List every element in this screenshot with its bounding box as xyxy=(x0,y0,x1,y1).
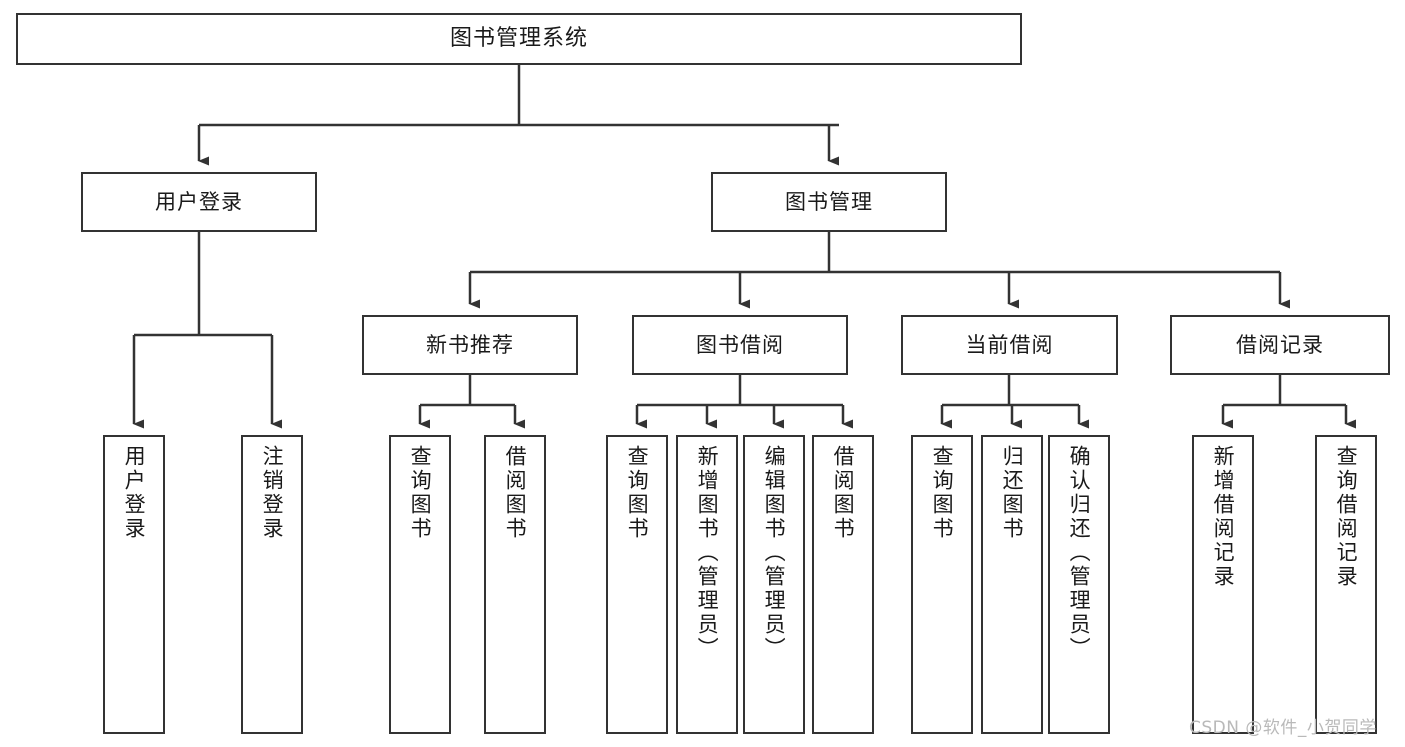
node-label: 当前借阅 xyxy=(965,332,1054,357)
node-label: 新书推荐 xyxy=(426,332,514,357)
node-label: 查询借阅记录 xyxy=(1334,445,1359,589)
node-new-book-recommend[interactable]: 新书推荐 xyxy=(362,315,578,375)
leaf-query-book-1[interactable]: 查询图书 xyxy=(389,435,451,734)
node-label: 查询图书 xyxy=(625,445,650,541)
csdn-watermark: CSDN @软件_小贺同学 xyxy=(1189,718,1377,738)
node-label: 借阅记录 xyxy=(1236,332,1324,357)
node-label: 用户登录 xyxy=(155,189,243,214)
leaf-confirm-return-admin[interactable]: 确认归还（管理员） xyxy=(1048,435,1110,734)
node-root-system[interactable]: 图书管理系统 xyxy=(16,13,1022,65)
leaf-edit-book-admin[interactable]: 编辑图书（管理员） xyxy=(743,435,805,734)
leaf-add-borrow-record[interactable]: 新增借阅记录 xyxy=(1192,435,1254,734)
node-label: 归还图书 xyxy=(1000,445,1025,541)
node-label: 图书管理系统 xyxy=(449,26,588,52)
node-book-borrow[interactable]: 图书借阅 xyxy=(632,315,848,375)
leaf-add-book-admin[interactable]: 新增图书（管理员） xyxy=(676,435,738,734)
node-book-management[interactable]: 图书管理 xyxy=(711,172,947,232)
node-borrow-record[interactable]: 借阅记录 xyxy=(1170,315,1390,375)
leaf-query-book-2[interactable]: 查询图书 xyxy=(606,435,668,734)
leaf-logout[interactable]: 注销登录 xyxy=(241,435,303,734)
node-label: 借阅图书 xyxy=(831,445,856,541)
node-label: 编辑图书（管理员） xyxy=(762,445,787,661)
node-current-borrow[interactable]: 当前借阅 xyxy=(901,315,1118,375)
node-label: 注销登录 xyxy=(260,445,285,541)
leaf-borrow-book-2[interactable]: 借阅图书 xyxy=(812,435,874,734)
node-label: 查询图书 xyxy=(408,445,433,541)
node-label: 新增借阅记录 xyxy=(1211,445,1236,589)
node-label: 确认归还（管理员） xyxy=(1067,445,1092,661)
leaf-return-book[interactable]: 归还图书 xyxy=(981,435,1043,734)
node-label: 图书借阅 xyxy=(696,332,784,357)
leaf-query-borrow-record[interactable]: 查询借阅记录 xyxy=(1315,435,1377,734)
leaf-borrow-book-1[interactable]: 借阅图书 xyxy=(484,435,546,734)
node-label: 借阅图书 xyxy=(503,445,528,541)
leaf-login[interactable]: 用户登录 xyxy=(103,435,165,734)
node-user-login[interactable]: 用户登录 xyxy=(81,172,317,232)
node-label: 查询图书 xyxy=(930,445,955,541)
node-label: 图书管理 xyxy=(785,189,873,214)
leaf-query-book-3[interactable]: 查询图书 xyxy=(911,435,973,734)
node-label: 新增图书（管理员） xyxy=(695,445,720,661)
node-label: 用户登录 xyxy=(122,445,147,541)
